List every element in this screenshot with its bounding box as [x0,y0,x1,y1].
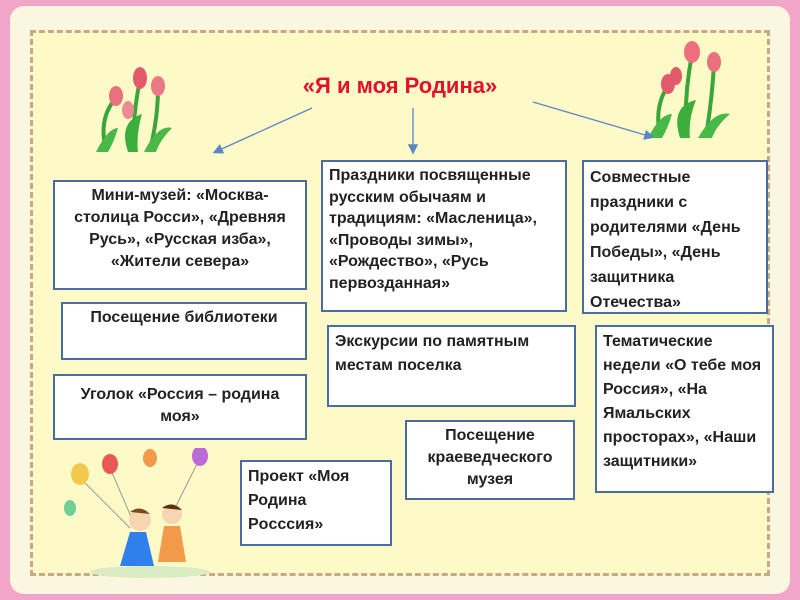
arrow-right [532,101,655,140]
arrow-left [212,107,313,154]
box-holidays-customs-text: Праздники посвященные русским обычаям и … [329,167,537,292]
box-project-text: Проект «Моя Родина Рocсcия» [248,468,350,533]
box-holidays-customs: Праздники посвященные русским обычаям и … [321,160,567,312]
box-project: Проект «Моя Родина Рocсcия» [240,460,392,546]
tulip-left-icon [96,67,172,152]
box-mini-museum-text: Мини-музей: «Москва-столица Росси», «Дре… [74,187,286,270]
box-mini-museum: Мини-музей: «Москва-столица Росси», «Дре… [53,180,307,290]
box-museum-visit-text: Посещение краеведческого музея [427,427,553,488]
box-thematic-weeks: Тематические недели «О тебе моя Россия»,… [595,325,774,493]
box-museum-visit: Посещение краеведческого музея [405,420,575,500]
box-excursions: Экскурсии по памятным местам поселка [327,325,576,407]
diagram-title: «Я и моя Родина» [302,73,498,98]
box-excursions-text: Экскурсии по памятным местам поселка [335,333,530,374]
box-corner: Уголок «Россия – родина моя» [53,374,307,440]
box-joint-holidays-text: Совместные праздники с родителями «День … [590,169,741,311]
box-library-visit-text: Посещение библиотеки [90,309,278,326]
kids-balloons-illustration [64,448,210,578]
box-corner-text: Уголок «Россия – родина моя» [80,386,280,425]
box-library-visit: Посещение библиотеки [61,302,307,360]
box-thematic-weeks-text: Тематические недели «О тебе моя Россия»,… [603,333,762,470]
tulip-right-icon [648,41,730,138]
box-joint-holidays: Совместные праздники с родителями «День … [582,160,768,314]
